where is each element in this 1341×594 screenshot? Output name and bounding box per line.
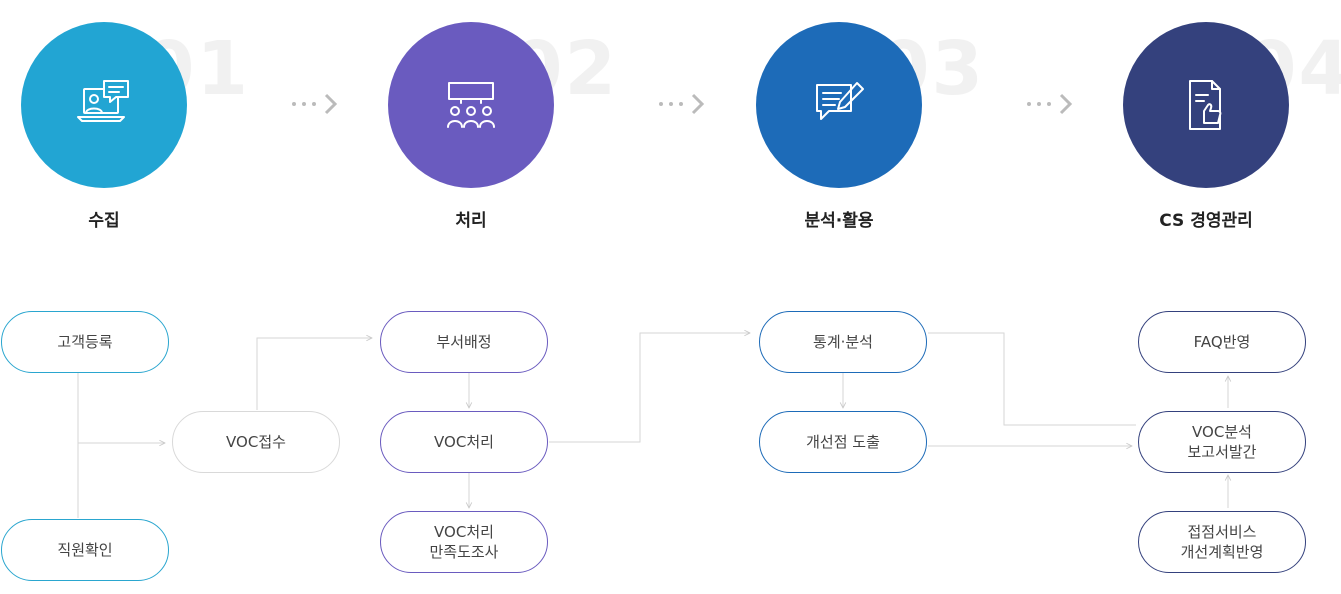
node-stats-analysis: 통계·분석 [759, 311, 927, 373]
connector-stats-to-report [928, 332, 1136, 426]
step-arrow-1 [292, 93, 338, 115]
node-voc-process: VOC처리 [380, 411, 548, 473]
node-voc-survey: VOC처리 만족도조사 [380, 511, 548, 573]
step-arrow-3 [1027, 93, 1073, 115]
node-voc-receipt: VOC접수 [172, 411, 340, 473]
node-dept-assign: 부서배정 [380, 311, 548, 373]
node-employee-confirm: 직원확인 [1, 519, 169, 581]
node-voc-report: VOC분석 보고서발간 [1138, 411, 1306, 473]
step-circle-management [1123, 22, 1289, 188]
node-customer-register: 고객등록 [1, 311, 169, 373]
online-consult-icon [77, 80, 129, 122]
group-meeting-icon [447, 82, 495, 128]
step-title-management: CS 경영관리 [1159, 211, 1253, 231]
step-circle-analysis [756, 22, 922, 188]
node-faq-reflect: FAQ반영 [1138, 311, 1306, 373]
message-edit-icon [816, 82, 864, 120]
document-thumbs-up-icon [1189, 80, 1222, 130]
node-improvement-derive: 개선점 도출 [759, 411, 927, 473]
step-circle-process [388, 22, 554, 188]
step-title-collect: 수집 [88, 211, 120, 231]
connector-process-to-stats [549, 333, 750, 443]
step-circle-collect [21, 22, 187, 188]
node-contact-service-plan: 접점서비스 개선계획반영 [1138, 511, 1306, 573]
step-arrow-2 [659, 93, 705, 115]
connector-receipt-to-dept [256, 338, 372, 410]
step-title-process: 처리 [455, 211, 487, 231]
step-title-analysis: 분석·활용 [804, 211, 874, 231]
